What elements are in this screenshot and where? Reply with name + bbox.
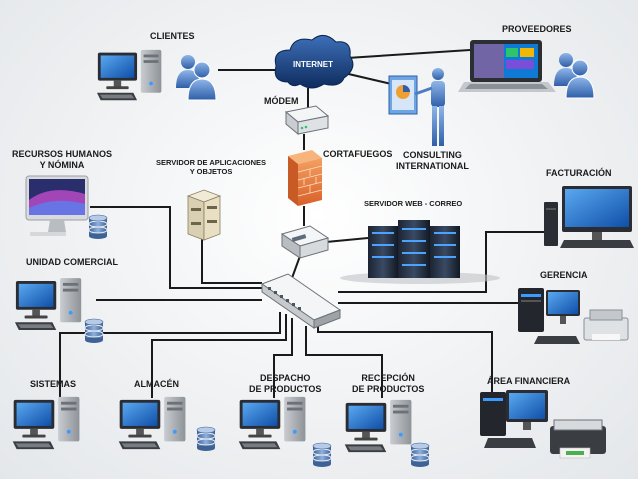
router-icon <box>280 225 330 259</box>
facturacion-node <box>544 186 634 248</box>
recepcion-node <box>344 399 430 468</box>
area-financiera-label: ÁREA FINANCIERA <box>487 376 571 386</box>
despacho-label: DESPACHO DE PRODUCTOS <box>249 373 322 394</box>
application-server-icon <box>186 189 222 241</box>
imac-icon <box>25 175 89 236</box>
proveedores-users-icon <box>553 52 595 99</box>
network-switch-icon <box>260 273 342 329</box>
firewall-icon <box>288 150 323 206</box>
almacen-workstation-icon <box>118 396 186 450</box>
internet-label: INTERNET <box>293 60 333 69</box>
area-financiera-node <box>480 390 606 459</box>
recepcion-database-icon <box>410 442 430 468</box>
proveedores-label: PROVEEDORES <box>502 24 572 34</box>
consulting-node <box>388 68 445 146</box>
modem-icon <box>284 105 330 136</box>
clientes-node <box>96 49 217 101</box>
area-financiera-printer-icon <box>550 419 606 459</box>
unidad-comercial-database-icon <box>84 318 104 344</box>
rrhh-label: RECURSOS HUMANOS Y NÓMINA <box>12 149 113 170</box>
consulting-label: CONSULTING INTERNATIONAL <box>396 150 469 171</box>
sistemas-node <box>12 396 80 450</box>
line-sistemas <box>59 312 281 398</box>
laptop-icon <box>458 40 556 92</box>
line-app-server <box>201 236 262 284</box>
recepcion-workstation-icon <box>344 399 412 453</box>
connection-lines <box>59 49 546 398</box>
sistemas-workstation-icon <box>12 396 80 450</box>
line-router-webserver <box>325 237 369 243</box>
line-despacho <box>273 318 293 398</box>
gerencia-node <box>518 288 629 344</box>
unidad-comercial-workstation-icon <box>14 278 82 330</box>
gerencia-label: GERENCIA <box>540 270 588 280</box>
despacho-database-icon <box>312 442 332 468</box>
internet-cloud-icon: INTERNET <box>274 35 354 89</box>
clientes-workstation-icon <box>96 49 162 101</box>
despacho-workstation-icon <box>238 396 306 450</box>
presenter-icon <box>388 68 445 146</box>
sistemas-label: SISTEMAS <box>30 379 77 389</box>
printer-icon <box>583 309 629 341</box>
line-internet-proveedores <box>346 49 471 59</box>
line-recepcion <box>305 326 383 398</box>
clientes-label: CLIENTES <box>150 31 195 41</box>
line-area-financiera <box>317 322 493 392</box>
almacen-label: ALMACÉN <box>134 379 179 389</box>
proveedores-node <box>458 40 595 99</box>
rrhh-database-icon <box>88 214 108 240</box>
recepcion-label: RECEPCIÓN DE PRODUCTOS <box>352 373 425 394</box>
facturacion-tower <box>544 202 558 246</box>
facturacion-label: FACTURACIÓN <box>546 168 612 178</box>
unidad-comercial-node <box>14 278 104 344</box>
line-almacen <box>151 314 287 398</box>
line-router-switch <box>291 255 301 279</box>
servidor-web-label: SERVIDOR WEB - CORREO <box>364 199 463 208</box>
almacen-database-icon <box>196 426 216 452</box>
servidor-aplicaciones-label: SERVIDOR DE APLICACIONES Y OBJETOS <box>156 158 267 176</box>
unidad-comercial-label: UNIDAD COMERCIAL <box>26 257 118 267</box>
modem-label: MÓDEM <box>264 96 299 106</box>
cortafuegos-label: CORTAFUEGOS <box>323 149 393 159</box>
server-rack-icon <box>340 220 500 284</box>
line-rrhh <box>90 206 262 289</box>
almacen-node <box>118 396 216 452</box>
despacho-node <box>238 396 332 468</box>
clientes-users-icon <box>175 54 217 101</box>
line-facturacion <box>338 231 546 293</box>
rrhh-node <box>25 175 108 240</box>
